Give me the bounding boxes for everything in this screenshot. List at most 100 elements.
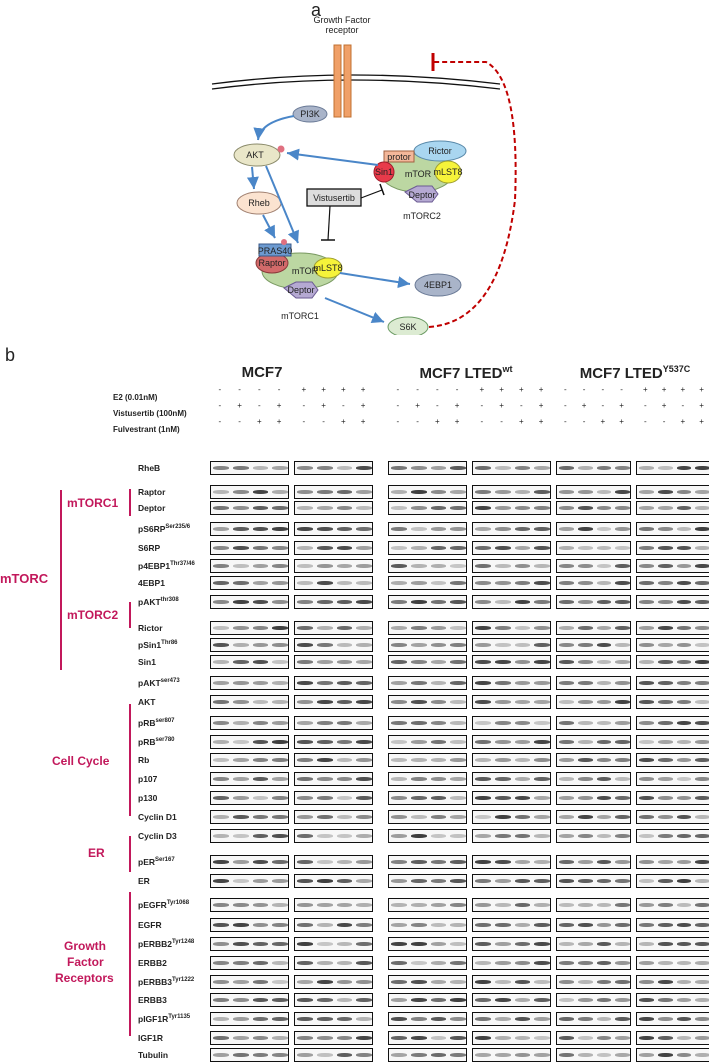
blot-band [639,1036,654,1040]
cell-membrane [211,74,501,85]
raptor-label: Raptor [258,258,285,268]
blot-band [534,777,550,781]
blot-band [695,961,709,965]
treatment-sign: + [257,417,262,426]
blot-band [336,643,353,647]
blot-band [232,600,249,604]
blot-strip [472,621,551,635]
treatment-sign: + [581,401,587,410]
blot-band [676,700,692,704]
blot-band [252,660,269,664]
blot-strip [294,956,373,970]
blot-band [577,961,593,965]
blot-band [391,600,407,604]
blot-band [695,564,709,568]
blot-strip [636,810,709,824]
treatment-sign: + [360,401,366,410]
blot-band [316,1036,333,1040]
blot-band [297,721,313,725]
protein-label: ERBB3 [138,995,167,1005]
treatment-sign: - [238,385,241,394]
blot-band [577,600,593,604]
blot-band [695,660,709,664]
blot-band [410,980,427,984]
blot-band [657,466,673,470]
blot-band [213,546,229,550]
blot-band [494,1017,511,1021]
blot-band [356,1053,372,1057]
blot-band [514,961,531,965]
blot-band [615,600,630,604]
blot-band [213,626,229,630]
blot-band [336,961,353,965]
blot-band [272,796,288,800]
treatment-sign: - [564,385,567,394]
blot-band [316,643,333,647]
treatment-sign: + [321,385,326,394]
blot-band [391,903,407,907]
blot-strip [636,772,709,786]
treatment-sign: - [620,385,623,394]
blot-strip [472,829,551,843]
blot-strip [388,461,467,475]
blot-band [336,758,353,762]
blot-band [494,1053,511,1057]
blot-band [297,860,313,864]
blot-band [676,879,692,883]
blot-band [450,581,466,585]
blot-band [252,527,269,531]
blot-band [213,1053,229,1057]
mtorc2-protor [383,150,415,163]
blot-band [297,660,313,664]
blot-band [430,815,447,819]
protein-label: 4EBP1 [138,578,165,588]
blot-band [596,681,612,685]
blot-band [657,660,673,664]
treatment-sign: - [238,417,241,426]
blot-strip [636,501,709,515]
blot-band [252,942,269,946]
protein-label: Rb [138,755,150,765]
blot-band [494,660,511,664]
blot-band [297,796,313,800]
blot-band [695,490,709,494]
blot-band [272,942,288,946]
blot-strip [388,1048,467,1062]
blot-strip [210,1048,289,1062]
blot-band [639,998,654,1002]
blot-band [356,626,372,630]
panel-b-label: b [5,345,16,365]
blot-band [450,681,466,685]
blot-band [639,740,654,744]
blot-band [534,1036,550,1040]
blot-band [559,1053,574,1057]
blot-band [213,903,229,907]
blot-band [391,626,407,630]
blot-band [232,700,249,704]
blot-band [596,834,612,838]
deptor2-label: Deptor [408,190,435,200]
blot-band [252,600,269,604]
blot-band [410,600,427,604]
blot-strip [294,874,373,888]
blot-band [391,860,407,864]
blot-band [213,980,229,984]
blot-band [615,564,630,568]
blot-band [514,998,531,1002]
blot-band [695,1036,709,1040]
treatment-sign: + [276,401,282,410]
blot-band [639,721,654,725]
blot-band [272,980,288,984]
treatment-sign: + [519,417,524,426]
blot-band [410,700,427,704]
blot-band [534,923,550,927]
blot-band [534,506,550,510]
blot-band [316,626,333,630]
blot-strip [294,485,373,499]
blot-band [676,527,692,531]
treatment-sign: + [600,417,606,426]
blot-band [410,564,427,568]
blot-strip [472,695,551,709]
blot-band [475,564,491,568]
blot-strip [210,829,289,843]
